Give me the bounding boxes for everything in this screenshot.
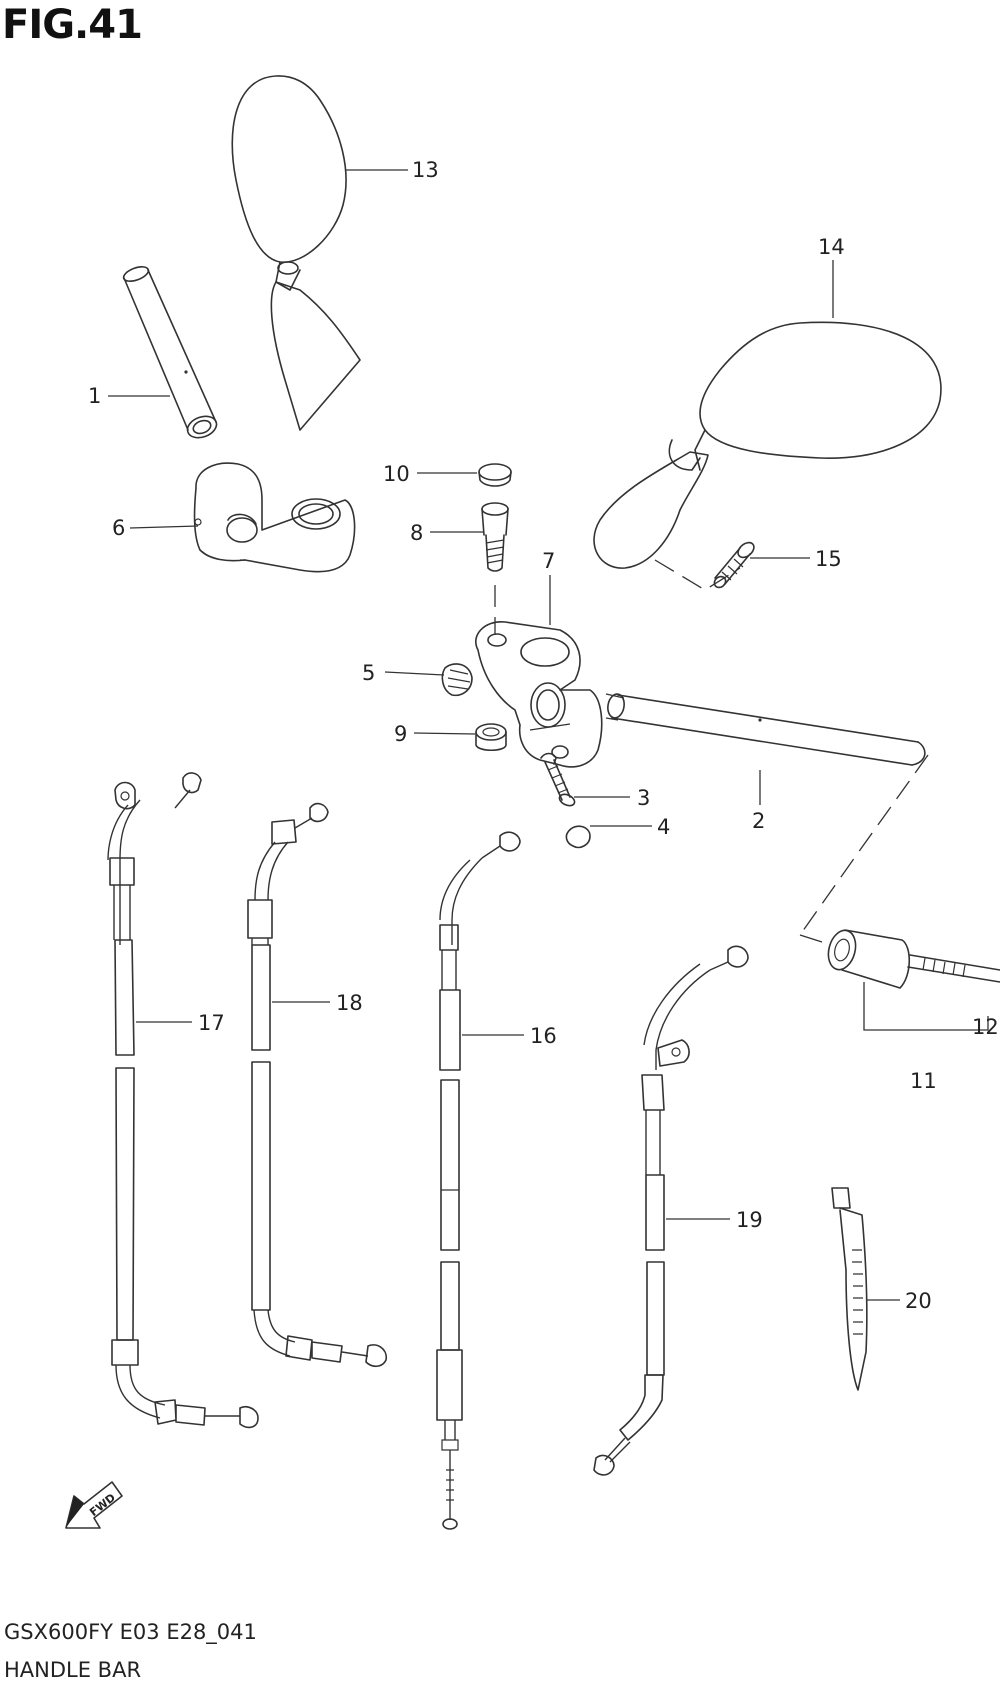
callout-9: 9 [394, 722, 407, 746]
fwd-arrow-icon: FWD [65, 1481, 123, 1529]
callout-11: 11 [910, 1069, 937, 1093]
callout-18: 18 [336, 991, 363, 1015]
part-15-screw [713, 541, 755, 589]
callout-1: 1 [88, 384, 101, 408]
callout-3: 3 [637, 786, 650, 810]
part-9-collar [475, 723, 507, 752]
part-1-pipe [122, 266, 218, 439]
part-18-throttle-cable [247, 802, 388, 1368]
callout-2: 2 [752, 809, 765, 833]
callout-12: 12 [972, 1015, 999, 1039]
callout-7: 7 [542, 549, 555, 573]
callout-14: 14 [818, 235, 845, 259]
part-11-12-balancer-assembly [799, 754, 1000, 989]
part-5-plug [441, 663, 473, 697]
callout-labels: 13 1 6 10 8 7 5 9 2 3 4 14 15 11 12 17 1… [88, 158, 999, 1313]
callout-13: 13 [412, 158, 439, 182]
part-19-choke-cable [593, 945, 749, 1476]
part-16-clutch-cable [436, 831, 521, 1530]
callout-19: 19 [736, 1208, 763, 1232]
diagram-code: GSX600FY E03 E28_041 [4, 1620, 257, 1644]
callout-8: 8 [410, 521, 423, 545]
part-20-cable-tie [831, 1187, 868, 1391]
callout-4: 4 [657, 815, 670, 839]
part-3-bolt [540, 752, 576, 807]
callout-16: 16 [530, 1024, 557, 1048]
callout-10: 10 [383, 462, 410, 486]
part-13-left-mirror [231, 75, 361, 431]
figure-title: FIG.41 [2, 2, 143, 48]
callout-20: 20 [905, 1289, 932, 1313]
callout-5: 5 [362, 661, 375, 685]
diagram-name: HANDLE BAR [4, 1658, 142, 1682]
part-6-left-holder [193, 462, 356, 573]
callout-6: 6 [112, 516, 125, 540]
fwd-label: FWD [87, 1491, 118, 1519]
part-8-bolt [481, 502, 509, 635]
part-14-right-mirror [593, 321, 942, 591]
part-2-handlebar [605, 693, 926, 766]
part-4-cap [565, 825, 591, 849]
part-17-throttle-cable [107, 772, 259, 1429]
callout-17: 17 [198, 1011, 225, 1035]
part-7-right-holder [475, 621, 603, 768]
leader-lines [108, 169, 989, 1301]
callout-15: 15 [815, 547, 842, 571]
part-10-cap [478, 463, 512, 487]
